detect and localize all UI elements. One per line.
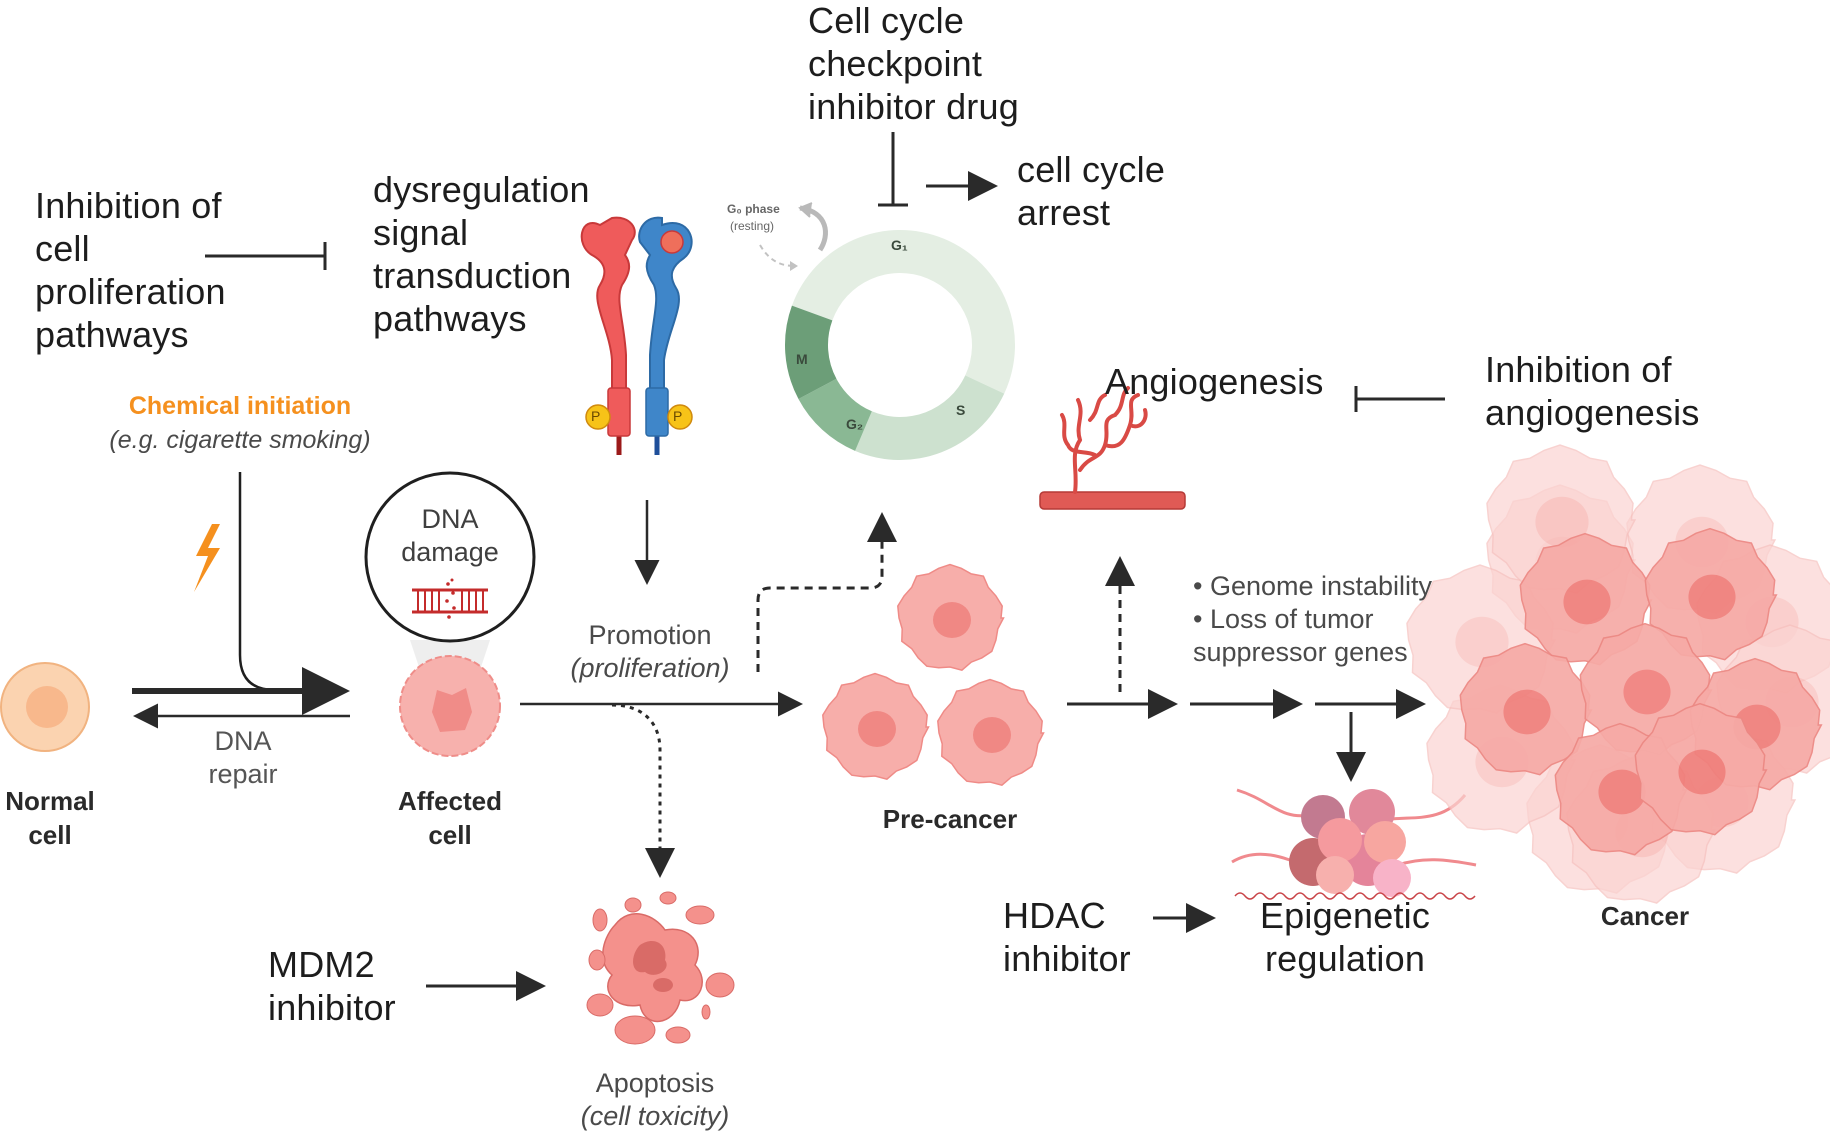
g0-phase-sub: (resting)	[730, 219, 775, 233]
g0-phase-label: G₀ phase	[727, 202, 780, 216]
pre-cancer-label: Pre-cancer	[882, 804, 1018, 834]
phase-s-label: S	[956, 402, 966, 418]
angiogenesis-label: Angiogenesis	[1105, 361, 1324, 402]
nucleosome-icon	[1231, 788, 1477, 900]
phase-m-segment	[784, 305, 837, 399]
mdm2-inhibitor-label: MDM2 inhibitor	[268, 944, 396, 1028]
normal-cell-label: Normal cell	[5, 786, 95, 850]
cell-cycle-arrest-label: cell cycle arrest	[1017, 149, 1166, 233]
pre-cancer-cell	[822, 672, 930, 781]
apoptotic-cell-icon	[586, 891, 735, 1045]
phase-m-label: M	[796, 351, 808, 367]
promotion-label: Promotion	[588, 620, 712, 650]
blood-vessel-icon	[1039, 386, 1186, 510]
progression-bullets: • Genome instability • Loss of tumor sup…	[1193, 571, 1433, 667]
phospho-icon-left	[585, 404, 611, 430]
normal-cell-icon	[0, 662, 90, 752]
receptor-icon	[580, 216, 693, 455]
checkpoint-drug-label: Cell cycle checkpoint inhibitor drug	[808, 0, 1019, 127]
phase-g2-segment	[798, 378, 872, 451]
cancer-cell	[1644, 527, 1778, 661]
lightning-bolt-icon	[194, 524, 220, 592]
phase-g1-segment	[791, 229, 1016, 394]
phospho-icon-right	[667, 404, 693, 430]
cancer-cell	[1634, 702, 1768, 836]
inhibition-angiogenesis-tbar	[1354, 386, 1445, 412]
pre-cancer-cell	[897, 563, 1005, 672]
g0-arrow	[759, 202, 828, 271]
dysregulation-label: dysregulation signal transduction pathwa…	[373, 169, 590, 339]
chemical-example-label: (e.g. cigarette smoking)	[109, 426, 371, 454]
cancer-cell	[1459, 642, 1593, 776]
apoptosis-sub-label: (cell toxicity)	[580, 1101, 730, 1131]
affected-cell-label: Affected cell	[397, 786, 502, 850]
cancer-cell	[1519, 532, 1653, 666]
pre-cancer-cells-icon	[822, 563, 1045, 787]
cell-cycle-ring	[784, 229, 1016, 460]
phase-g1-label: G₁	[891, 237, 908, 253]
chemical-initiation-label: Chemical initiation	[128, 392, 352, 420]
epigenetic-label: Epigenetic regulation	[1259, 895, 1431, 979]
cancer-cluster-icon	[1406, 444, 1830, 904]
dotted-arrow-to-apoptosis	[611, 703, 675, 878]
apoptosis-label: Apoptosis	[595, 1068, 715, 1098]
phospho-label-left: P	[591, 408, 601, 424]
initiation-connector	[238, 472, 276, 692]
affected-cell-icon	[399, 655, 501, 757]
dna-break-icon	[412, 578, 488, 619]
dashed-arrow-to-cell-cycle	[756, 512, 897, 672]
inhibition-proliferation-label: Inhibition of cell proliferation pathway…	[35, 185, 226, 355]
inhibition-proliferation-tbar	[205, 242, 327, 270]
phospho-label-right: P	[673, 408, 683, 424]
promotion-sub-label: (proliferation)	[570, 653, 730, 683]
pre-cancer-cell	[937, 678, 1045, 787]
phase-s-segment	[855, 375, 1005, 460]
cancer-label: Cancer	[1600, 901, 1690, 931]
checkpoint-tbar	[878, 132, 908, 207]
phase-g2-label: G₂	[846, 416, 864, 432]
dna-repair-label: DNA repair	[208, 726, 278, 789]
inhibition-angiogenesis-label: Inhibition of angiogenesis	[1485, 349, 1700, 433]
dna-damage-label: DNA damage	[401, 504, 499, 567]
hdac-inhibitor-label: HDAC inhibitor	[1003, 895, 1131, 979]
